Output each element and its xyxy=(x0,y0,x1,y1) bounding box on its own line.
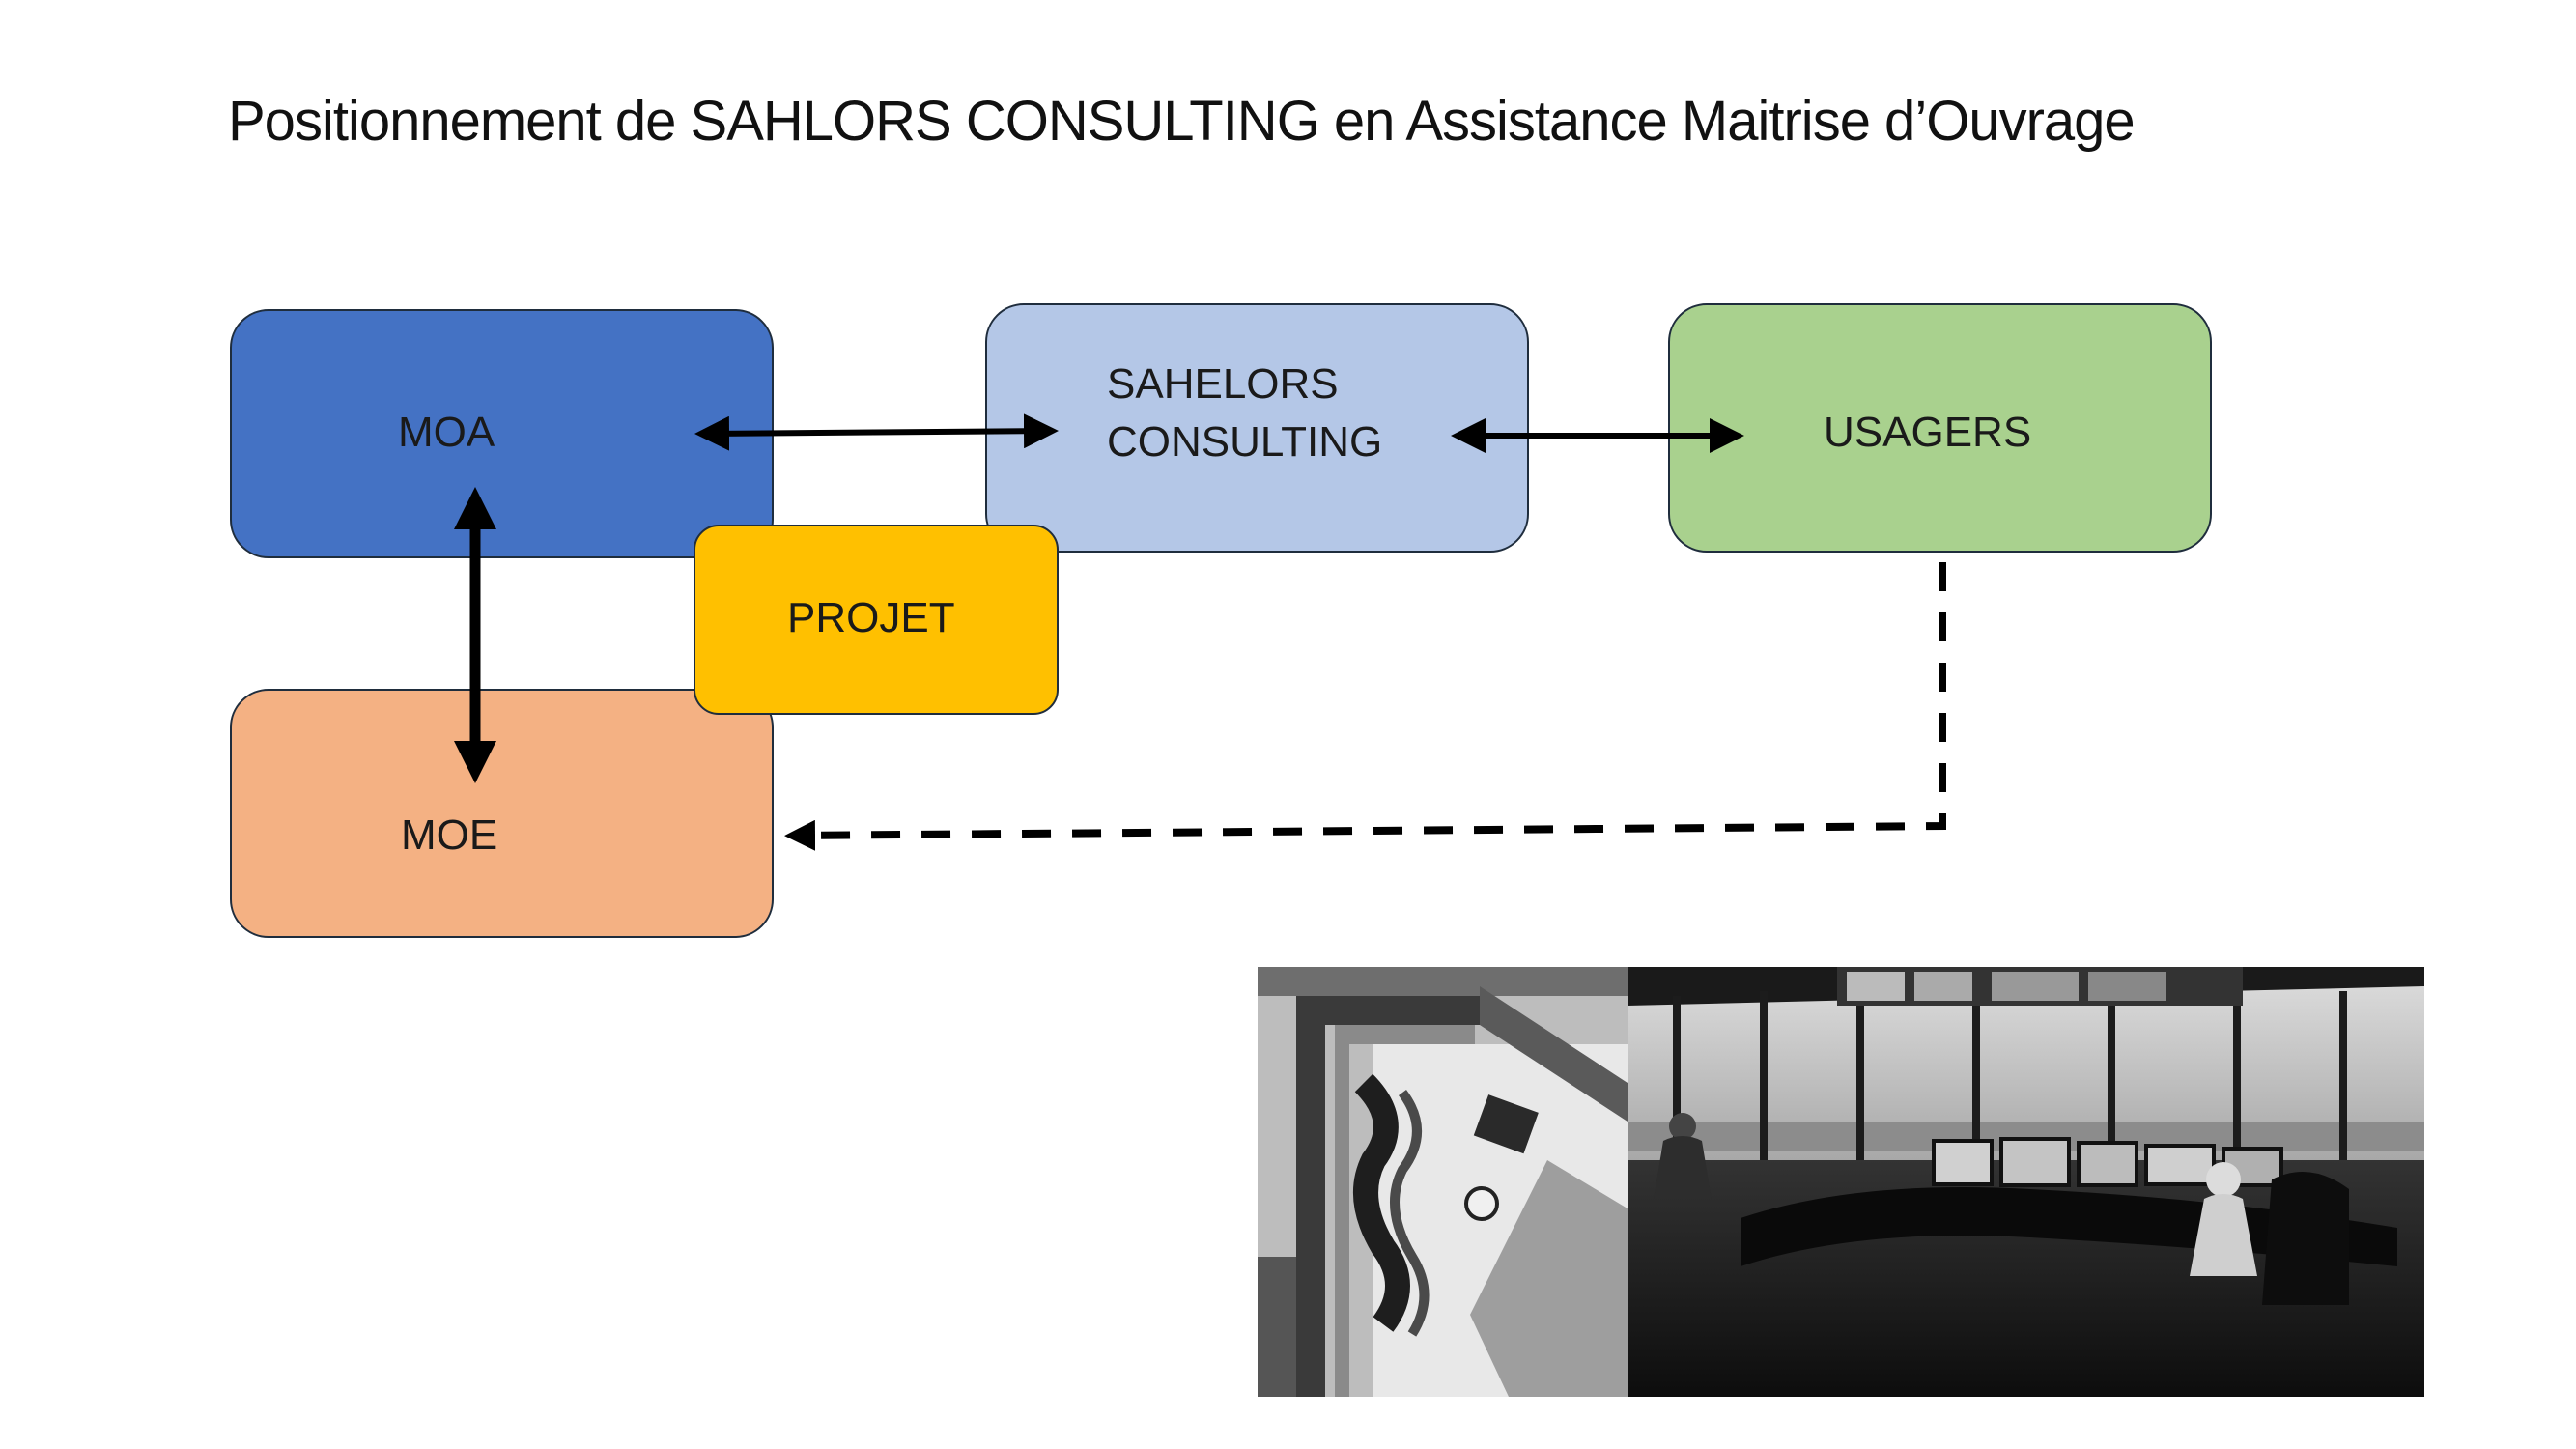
moe-box xyxy=(230,689,774,938)
sahelors-consulting-box xyxy=(985,303,1529,553)
projet-label: PROJET xyxy=(787,594,955,641)
control-room-3d-render xyxy=(1258,967,1628,1397)
moe-label: MOE xyxy=(401,811,498,859)
usagers-box xyxy=(1668,303,2212,553)
moa-label: MOA xyxy=(398,409,495,456)
sahelors-label-line1: SAHELORS xyxy=(1107,360,1339,408)
control-room-photo xyxy=(1628,967,2424,1397)
page-title: Positionnement de SAHLORS CONSULTING en … xyxy=(228,90,2136,153)
sahelors-label-line2: CONSULTING xyxy=(1107,418,1383,466)
usagers-label: USAGERS xyxy=(1824,409,2032,456)
control-room-images xyxy=(1258,967,2424,1397)
moa-box xyxy=(230,309,774,558)
